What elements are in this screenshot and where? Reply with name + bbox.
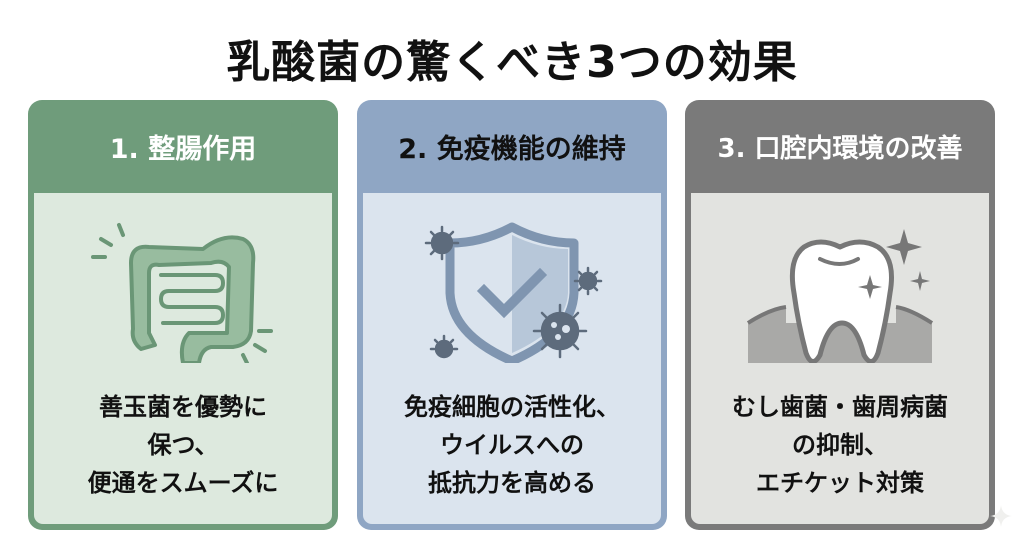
sparkle-watermark-icon	[990, 505, 1012, 527]
card-description: 善玉菌を優勢に 保つ、 便通をスムーズに	[34, 388, 332, 502]
card-description-line: むし歯菌・歯周病菌	[732, 393, 948, 421]
card-intestinal-effect: 1. 整腸作用 善玉菌を優勢に 保つ、 便通をスム	[28, 100, 338, 530]
card-heading: 3. 口腔内環境の改善	[717, 134, 963, 164]
shield-virus-icon	[424, 222, 603, 363]
card-body: 善玉菌を優勢に 保つ、 便通をスムーズに	[34, 193, 332, 524]
sparkling-tooth-icon	[746, 229, 934, 363]
card-description-line: の抑制、	[792, 431, 888, 459]
card-description-line: 免疫細胞の活性化、	[404, 393, 620, 421]
card-description: むし歯菌・歯周病菌 の抑制、 エチケット対策	[691, 388, 989, 502]
card-description-line: 便通をスムーズに	[87, 469, 279, 497]
card-description-line: 善玉菌を優勢に	[99, 393, 267, 421]
card-body: むし歯菌・歯周病菌 の抑制、 エチケット対策	[691, 193, 989, 524]
page-title: 乳酸菌の驚くべき3つの効果	[226, 37, 798, 88]
card-description-line: 抵抗力を高める	[428, 469, 596, 497]
card-description-line: ウイルスへの	[440, 431, 584, 459]
card-description: 免疫細胞の活性化、 ウイルスへの 抵抗力を高める	[363, 388, 661, 502]
card-description-line: エチケット対策	[756, 469, 924, 497]
card-immune-effect: 2. 免疫機能の維持	[357, 100, 667, 530]
card-description-line: 保つ、	[147, 431, 219, 459]
card-oral-effect: 3. 口腔内環境の改善 むし歯菌・歯周病菌 の抑制、 エチケット対策	[685, 100, 995, 530]
card-heading: 1. 整腸作用	[109, 134, 257, 165]
card-heading: 2. 免疫機能の維持	[398, 134, 626, 165]
card-body: 免疫細胞の活性化、 ウイルスへの 抵抗力を高める	[363, 193, 661, 524]
intestine-icon	[91, 223, 273, 363]
